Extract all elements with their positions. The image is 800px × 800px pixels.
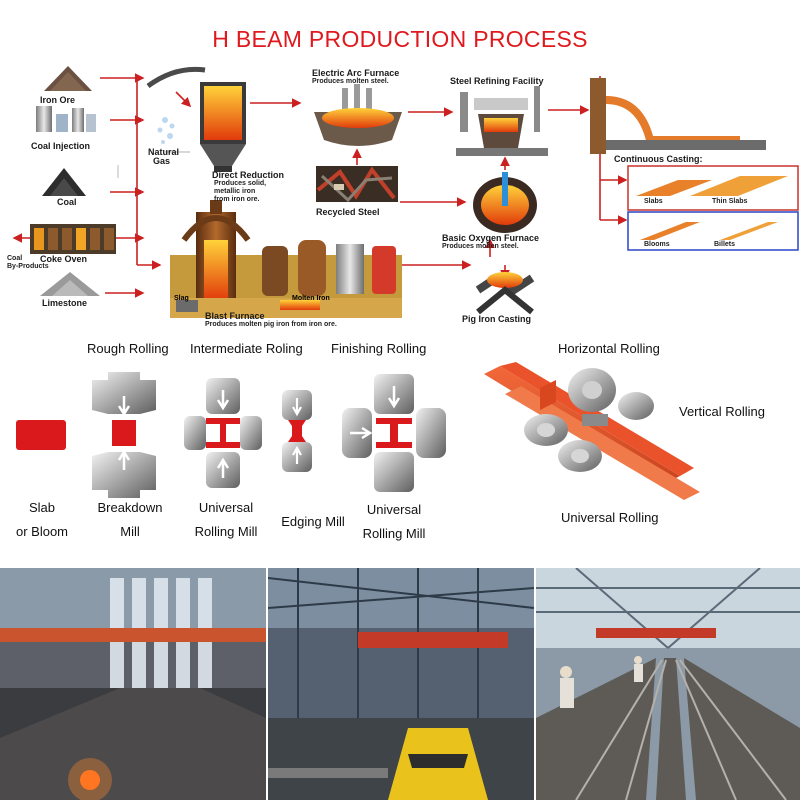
electric-arc-furnace bbox=[314, 84, 402, 146]
edging-mill-caption: Edging Mill bbox=[281, 514, 345, 529]
rough-rolling-label: Rough Rolling bbox=[87, 341, 169, 356]
universal-rolling-mill-1 bbox=[184, 378, 262, 488]
gas-lines bbox=[117, 151, 190, 178]
edging-mill bbox=[282, 390, 312, 472]
iron-ore-pile bbox=[44, 66, 92, 91]
universal-rolling-illustration bbox=[484, 362, 700, 500]
factory-photo-2 bbox=[268, 568, 534, 800]
limestone-label: Limestone bbox=[42, 298, 88, 308]
eaf-desc: Produces molten steel. bbox=[312, 78, 389, 85]
blooms-box bbox=[627, 211, 799, 251]
coke-oven-label: Coke Oven bbox=[40, 254, 88, 264]
recycled-steel-label: Recycled Steel bbox=[316, 207, 380, 217]
page-title: H BEAM PRODUCTION PROCESS bbox=[212, 26, 588, 52]
eaf-label: Electric Arc Furnace bbox=[312, 68, 400, 78]
pig-iron-casting-label: Pig Iron Casting bbox=[462, 314, 532, 324]
slab-block bbox=[16, 420, 66, 450]
factory-photo-1 bbox=[0, 568, 266, 800]
pig-iron-casting bbox=[475, 272, 535, 315]
basic-oxygen-furnace bbox=[473, 172, 537, 233]
horizontal-rolling-label: Horizontal Rolling bbox=[558, 341, 660, 356]
thin-slabs-label: Thin Slabs bbox=[712, 198, 748, 205]
bof-label: Basic Oxygen Furnace bbox=[442, 233, 540, 243]
blast-furnace-desc: Produces molten pig iron from iron ore. bbox=[205, 321, 337, 328]
natural-gas-icon bbox=[157, 117, 175, 144]
direct-reduction-label: Direct Reduction bbox=[212, 170, 285, 180]
intermediate-rolling-label: Intermediate Roling bbox=[190, 341, 303, 356]
universal-rolling-label: Universal Rolling bbox=[561, 510, 659, 525]
steel-refining-facility bbox=[456, 86, 548, 156]
process-flow-diagram bbox=[12, 66, 799, 318]
slabs-label: Slabs bbox=[644, 198, 663, 205]
coal-injection-equipment bbox=[36, 106, 96, 132]
natural-gas-label: Natural Gas bbox=[148, 147, 180, 166]
direct-reduction-vessel bbox=[200, 82, 246, 172]
conveyor bbox=[146, 66, 206, 89]
billets-label: Billets bbox=[714, 241, 736, 248]
recycled-steel-pile bbox=[316, 166, 398, 203]
coal-label: Coal bbox=[57, 197, 77, 207]
iron-ore-label: Iron Ore bbox=[40, 95, 76, 105]
vertical-rolling-label: Vertical Rolling bbox=[679, 404, 765, 419]
finishing-rolling-label: Finishing Rolling bbox=[331, 341, 427, 356]
rolling-mills-diagram bbox=[16, 362, 700, 500]
bof-desc: Produces molten steel. bbox=[442, 243, 519, 250]
blooms-label: Blooms bbox=[644, 241, 670, 248]
slag-label: Slag bbox=[174, 295, 189, 302]
universal-rolling-mill-2 bbox=[342, 374, 446, 492]
steel-refining-label: Steel Refining Facility bbox=[450, 76, 544, 86]
factory-photo-3 bbox=[536, 568, 800, 800]
coke-oven bbox=[30, 224, 116, 254]
continuous-casting-label: Continuous Casting: bbox=[614, 154, 703, 164]
breakdown-mill bbox=[92, 372, 156, 498]
coal-injection-label: Coal Injection bbox=[31, 141, 91, 151]
blast-furnace bbox=[170, 200, 402, 318]
molten-iron-label: Molten Iron bbox=[292, 295, 330, 302]
blast-furnace-label: Blast Furnace bbox=[205, 311, 265, 321]
slabs-box bbox=[627, 165, 799, 211]
continuous-casting-machine bbox=[590, 78, 766, 154]
